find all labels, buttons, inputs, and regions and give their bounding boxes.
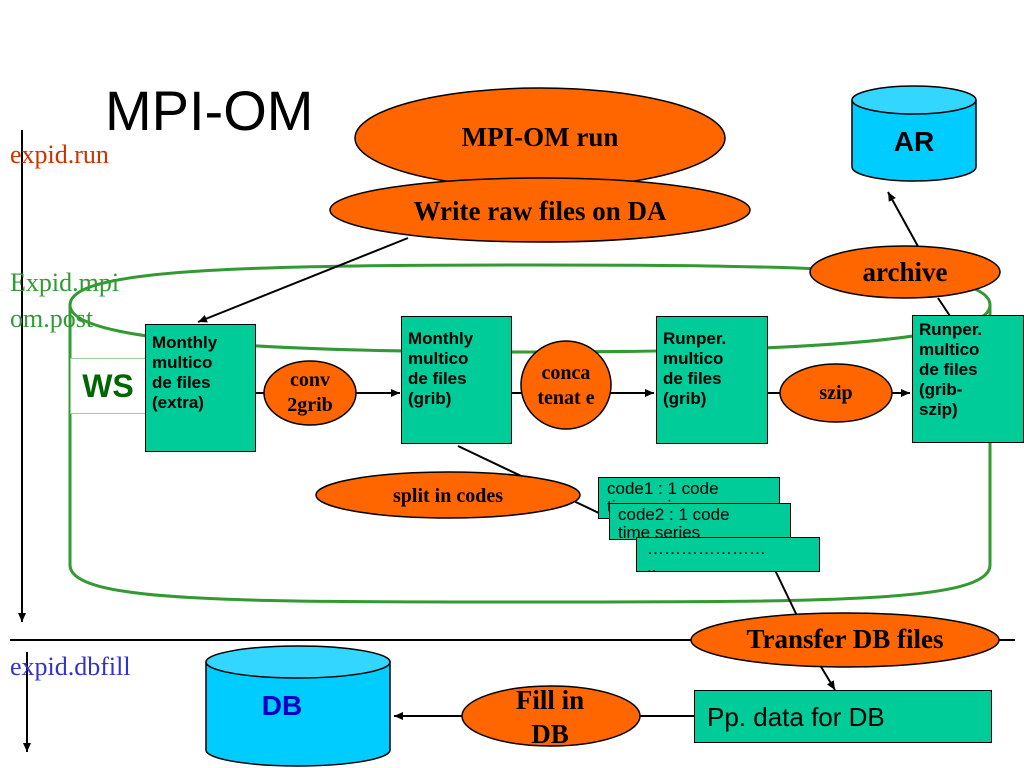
ellipse-archive-label: archive <box>862 256 948 287</box>
box-runper-szip-line: (grib- <box>919 380 963 399</box>
ellipse-archive <box>809 245 1001 299</box>
box-monthly-grib-line: multico <box>408 349 469 368</box>
box-runper-grib-line: multico <box>663 349 724 368</box>
ws-label: WS <box>70 358 146 414</box>
box-monthly-extra-line: (extra) <box>152 393 204 412</box>
box-monthly-extra-line: de files <box>152 373 211 392</box>
box-pp-data: Pp. data for DB <box>694 690 992 743</box>
box-runper-grib-line: Runper. <box>663 329 727 348</box>
box-runper-grib-line: (grib) <box>663 389 707 408</box>
ellipse-concatenate-label: conca tenat e <box>537 362 595 409</box>
box-monthly-extra-line: multico <box>152 353 213 372</box>
box-monthly-grib-line: Monthly <box>408 329 474 348</box>
ellipse-mpiom-run-label: MPI-OM run <box>461 121 619 152</box>
box-runper-szip-line: Runper. <box>919 320 983 339</box>
card-more: ………………… .. <box>636 537 820 572</box>
arrow-runper-szip-to-archive <box>937 297 951 317</box>
ellipse-write-raw <box>329 177 751 243</box>
arrow-codes-to-transfer <box>774 569 801 623</box>
page-title: MPI-OM <box>105 79 314 142</box>
ellipse-concatenate <box>520 340 612 430</box>
ellipse-write-raw-label: Write raw files on DA <box>413 196 667 226</box>
ellipse-split <box>315 471 581 519</box>
ellipse-transfer-label: Transfer DB files <box>746 624 944 654</box>
box-runper-szip-line: szip) <box>919 400 958 419</box>
box-monthly-extra: Monthly multico de files (extra) <box>145 324 256 452</box>
cylinder-ar-label: AR <box>893 126 935 157</box>
box-monthly-grib-line: de files <box>408 369 467 388</box>
label-expid-dbfill: expid.dbfill <box>10 652 131 681</box>
box-monthly-grib-line: (grib) <box>408 389 452 408</box>
ellipse-transfer <box>690 612 1000 668</box>
arrow-transfer-to-pp <box>819 664 836 691</box>
ellipse-szip <box>779 363 893 423</box>
ellipse-conv2grib <box>263 360 357 426</box>
box-monthly-grib: Monthly multico de files (grib) <box>401 316 512 444</box>
box-runper-szip-line: multico <box>919 340 980 359</box>
arrow-write-to-monthly <box>197 237 409 323</box>
label-expid-run: expid.run <box>10 140 109 169</box>
label-expid-post-line1: Expid.mpi <box>10 268 120 297</box>
box-runper-szip: Runper. multico de files (grib- szip) <box>912 315 1024 443</box>
cylinder-ar <box>851 85 977 182</box>
box-runper-szip-line: de files <box>919 360 978 379</box>
ellipse-szip-label: szip <box>819 381 853 404</box>
cylinder-db-label: DB <box>261 690 303 721</box>
ellipse-split-label: split in codes <box>392 484 504 507</box>
label-expid-post-line2: om.post <box>10 304 94 333</box>
ellipse-fill <box>461 685 641 747</box>
box-runper-grib-line: de files <box>663 369 722 388</box>
cylinder-db <box>205 645 391 767</box>
ellipse-conv2grib-label: conv 2grib <box>287 369 333 416</box>
arrow-archive-to-ar <box>887 191 921 251</box>
ellipse-fill-label: Fill in DB <box>515 685 585 749</box>
box-monthly-extra-line: Monthly <box>152 333 218 352</box>
card-code2: code2 : 1 code time series <box>609 503 791 540</box>
box-runper-grib: Runper. multico de files (grib) <box>656 316 768 444</box>
